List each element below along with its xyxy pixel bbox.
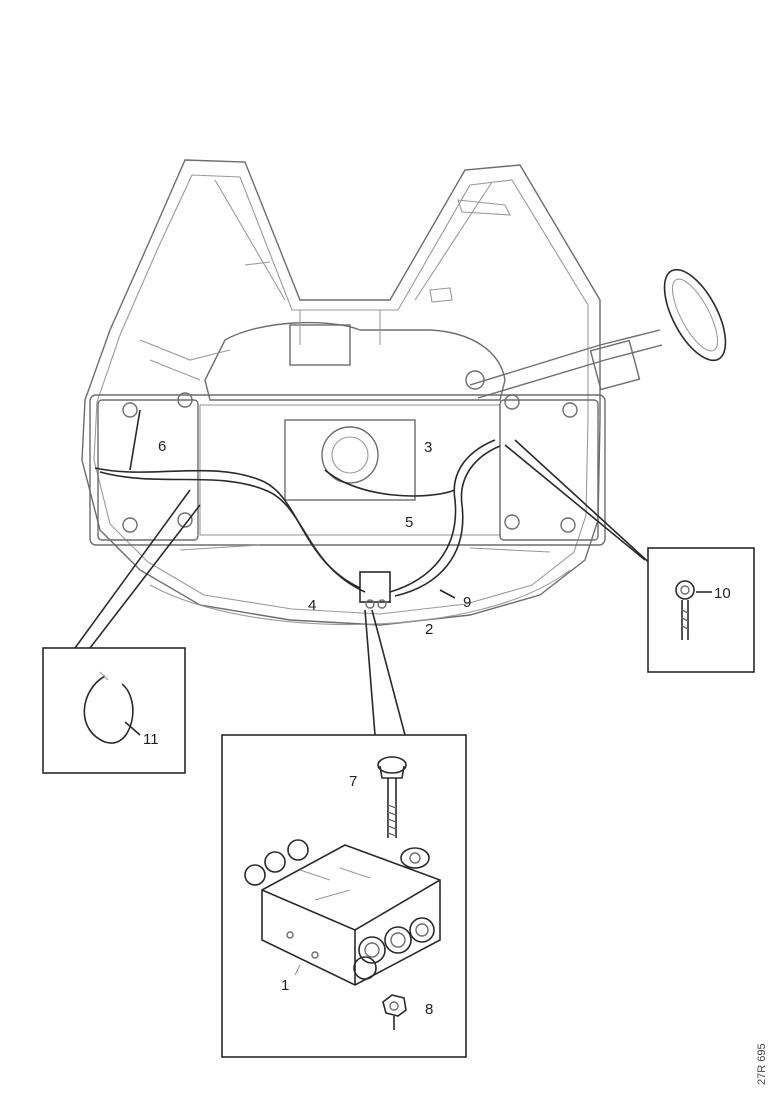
callout-10: 10 [714,585,731,602]
callout-3: 3 [424,439,432,456]
callout-1: 1 [281,977,289,994]
callout-7: 7 [349,773,357,790]
callout-8: 8 [425,1001,433,1018]
callout-4: 4 [308,597,316,614]
wiring-harness [94,409,501,599]
callout-9: 9 [463,594,471,611]
callout-2: 2 [425,621,433,638]
callout-labels: 1 2 3 4 5 6 7 8 9 10 11 [143,438,731,1018]
detail-box-10 [647,547,755,673]
image-code: 27R 695 [756,1043,768,1085]
callout-6: 6 [158,438,166,455]
callout-5: 5 [405,514,413,531]
release-handle [469,268,727,399]
valve-block-mounted [359,571,391,609]
leader-lines [74,439,656,736]
callout-11: 11 [143,731,159,748]
detail-box-valve [221,734,467,1058]
detail-box-11 [42,647,186,774]
